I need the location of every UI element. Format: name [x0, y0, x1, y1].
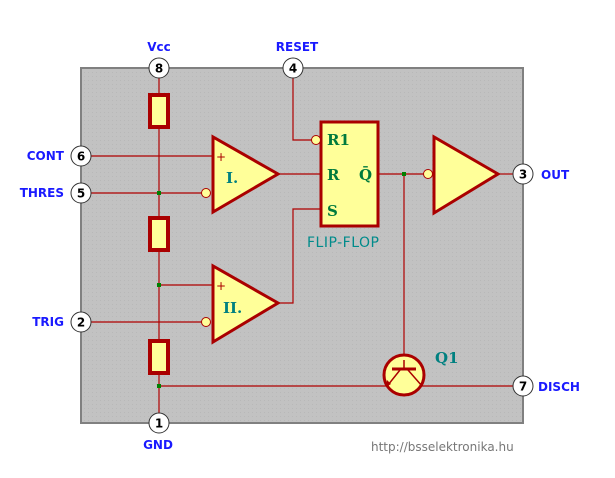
pin-number: 8: [155, 62, 163, 76]
pin-6-cont[interactable]: 6 CONT: [27, 145, 92, 167]
flip-flop-box: [319, 120, 380, 228]
pin-label: GND: [143, 438, 173, 452]
comparator-label: II.: [223, 299, 242, 317]
plus-sign: +: [216, 150, 226, 164]
inverting-input-bubble: [201, 188, 211, 198]
comparator-2: + II.: [201, 263, 281, 345]
output-q-bar: Q̄: [359, 165, 372, 184]
pin-label: CONT: [27, 149, 65, 163]
pin-number: 1: [155, 417, 163, 431]
pin-number: 4: [289, 62, 297, 76]
pin-label: THRES: [20, 186, 64, 200]
buffer-triangle: [432, 134, 501, 216]
plus-sign: +: [216, 279, 226, 293]
input-r: R: [327, 166, 340, 184]
pin-8-vcc[interactable]: 8 Vcc: [147, 40, 171, 79]
pin-circle[interactable]: [282, 57, 304, 79]
comparator-triangle: [211, 134, 282, 215]
transistor-circle: [382, 353, 426, 397]
input-r1: R1: [327, 131, 350, 149]
flip-flop-caption: FLIP-FLOP: [307, 235, 379, 251]
pin-circle[interactable]: [70, 145, 92, 167]
pin-circle[interactable]: [512, 375, 534, 397]
pin-5-thres[interactable]: 5 THRES: [20, 182, 92, 204]
pin-label: TRIG: [32, 315, 64, 329]
comparator-label: I.: [226, 169, 238, 187]
pin-number: 7: [519, 380, 527, 394]
comparator-triangle: [211, 263, 281, 345]
pin-label: RESET: [276, 40, 319, 54]
inverting-input-bubble: [201, 317, 211, 327]
pin-number: 5: [77, 187, 85, 201]
resistor-top: [148, 93, 170, 129]
input-s: S: [327, 202, 338, 220]
pin-label: OUT: [541, 168, 570, 182]
pin-number: 6: [77, 150, 85, 164]
pin-circle[interactable]: [148, 57, 170, 79]
resistor-bottom: [148, 339, 170, 375]
transistor-q1: Q1: [382, 349, 459, 397]
pin-4-reset[interactable]: 4 RESET: [276, 40, 319, 79]
pin-circle[interactable]: [148, 412, 170, 434]
pin-label: Vcc: [147, 40, 171, 54]
pin-circle[interactable]: [70, 311, 92, 333]
chip-body: [80, 67, 524, 424]
junction-dot: [157, 384, 161, 388]
inverter-bubble: [423, 169, 433, 179]
junctions: [157, 172, 406, 388]
junction-dot: [402, 172, 406, 176]
pin-1-gnd[interactable]: 1 GND: [143, 412, 173, 452]
output-buffer: [423, 134, 501, 216]
pin-circle[interactable]: [512, 163, 534, 185]
transistor-label: Q1: [435, 349, 459, 367]
pins: 8 Vcc 4 RESET 6 CONT 5 THRES 2 TRIG: [20, 40, 580, 452]
pin-circle[interactable]: [70, 182, 92, 204]
reset-bubble: [311, 135, 321, 145]
junction-dot: [157, 283, 161, 287]
resistor-middle: [148, 216, 170, 252]
comparator-1: + I.: [201, 134, 282, 215]
watermark-url: http://bsselektronika.hu: [371, 440, 514, 454]
junction-dot: [157, 191, 161, 195]
resistors: [148, 93, 170, 375]
pin-7-disch[interactable]: 7 DISCH: [512, 375, 580, 397]
pin-number: 3: [519, 168, 527, 182]
pin-2-trig[interactable]: 2 TRIG: [32, 311, 92, 333]
pin-label: DISCH: [538, 380, 580, 394]
flip-flop: R1 R S Q̄ FLIP-FLOP: [307, 120, 380, 251]
pin-3-out[interactable]: 3 OUT: [512, 163, 570, 185]
pin-number: 2: [77, 316, 85, 330]
